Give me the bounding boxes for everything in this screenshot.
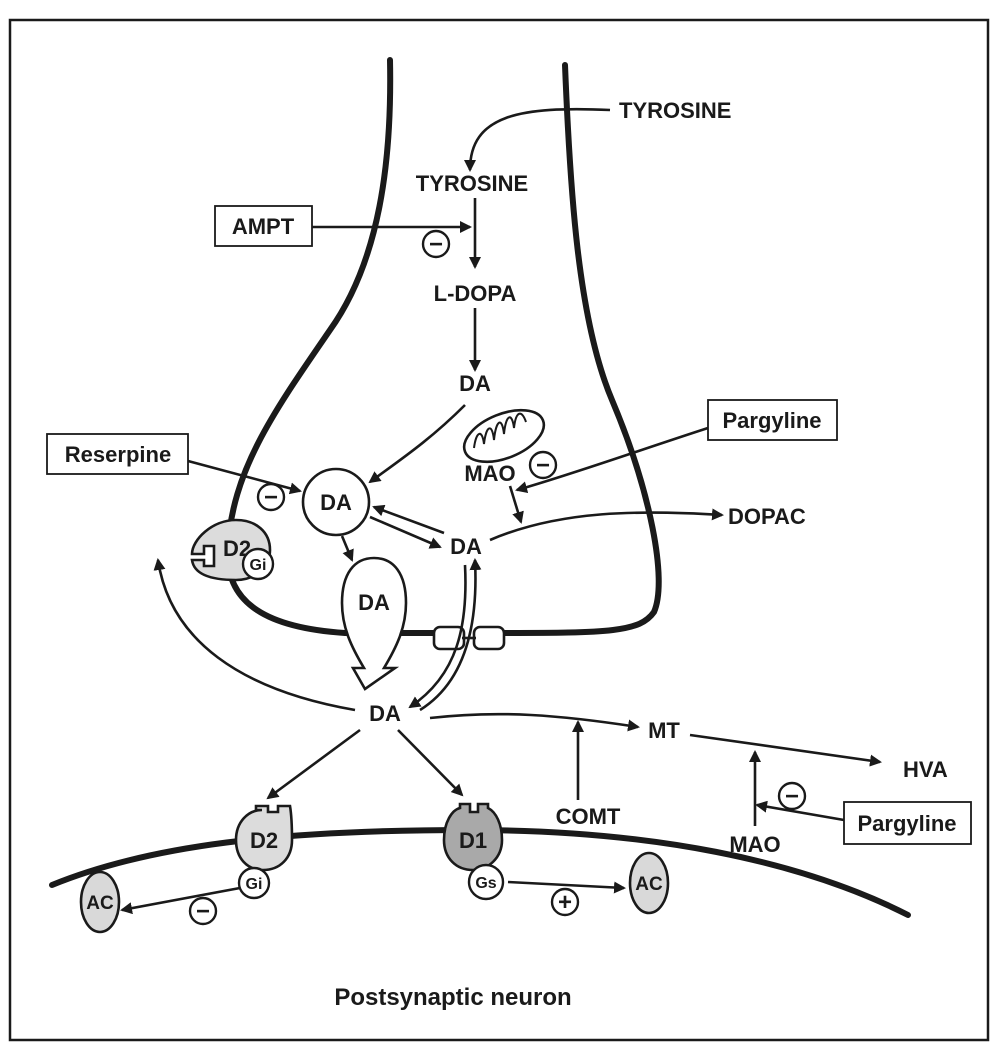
presynaptic-membrane-right [497,62,662,636]
arrow-mt-to-hva [689,733,882,767]
svg-text:−: − [536,452,550,479]
gs-post-label: Gs [475,875,496,892]
gi-post-circle [237,866,271,900]
diagram-frame [8,18,990,1042]
arrow-vesicle-to-release [340,535,354,562]
arrow-gs-to-ac-right [507,880,626,894]
svg-text:−: − [785,783,799,810]
tyrosine-outside-label: TYROSINE [619,98,731,123]
reserpine-box [46,433,189,475]
da-release-label: DA [358,590,390,615]
pargyline-post-label: Pargyline [857,811,956,836]
minus-sign-gi-ac: − [188,896,218,926]
arrow-da-to-vesicle-back [372,504,445,535]
arrow-vesicle-to-da [369,515,442,549]
dopac-label: DOPAC [728,504,806,529]
minus-sign-pargyline-post: − [777,781,807,811]
presynaptic-membrane-left [224,57,441,636]
arrow-reuptake-back [408,564,467,709]
arrow-da-to-dopac [489,508,724,542]
arrow-da-to-autoreceptor [153,558,356,712]
svg-text:−: − [196,898,210,925]
svg-text:−: − [264,484,278,511]
gi-post-label: Gi [246,876,263,893]
svg-text:+: + [558,889,572,916]
minus-sign-ampt: − [421,229,451,259]
tyrosine-inside-label: TYROSINE [416,171,528,196]
pargyline-post-box [843,801,972,845]
mt-label: MT [648,718,680,743]
postsynaptic-neuron-label: Postsynaptic neuron [334,984,571,1011]
ampt-label: AMPT [232,214,295,239]
arrow-gi-to-ac-left [120,886,241,915]
da-cytosol-label: DA [459,371,491,396]
pargyline-pre-label: Pargyline [722,408,821,433]
gi-pre-label: Gi [250,557,267,574]
comt-label: COMT [556,804,621,829]
da-transporter [432,625,506,651]
arrow-tyrosine-uptake [464,107,611,172]
ampt-box [214,205,313,247]
ac-left [79,870,121,934]
da-synapse-label: DA [369,701,401,726]
pargyline-pre-box [707,399,838,441]
arrow-reuptake [419,558,482,712]
ac-right-label: AC [635,874,663,895]
gs-post-circle [467,863,505,901]
d1-post-label: D1 [459,828,487,853]
arrow-pargyline-post [755,800,845,822]
reserpine-label: Reserpine [65,442,171,467]
exocytosis-vesicle [340,556,408,691]
ac-left-label: AC [86,893,114,914]
d1-postsynaptic-receptor [442,802,504,872]
minus-sign-pargyline-pre: − [528,450,558,480]
arrow-da-to-vesicle [368,404,466,484]
da-free-label: DA [450,534,482,559]
svg-text:−: − [429,231,443,258]
mitochondrion [462,408,546,464]
vesicle [301,467,371,537]
hva-label: HVA [903,757,948,782]
minus-sign-reserpine: − [256,482,286,512]
arrow-reserpine [187,459,302,495]
mao-pre-label: MAO [464,461,515,486]
da-vesicle-label: DA [320,490,352,515]
arrow-mao-down [508,485,524,524]
l-dopa-label: L-DOPA [434,281,517,306]
plus-sign-gs-ac: + [550,887,580,917]
arrow-pargyline-pre [515,426,709,494]
arrow-da-to-d2-post [266,728,361,800]
ac-right [628,851,670,915]
d2-post-label: D2 [250,828,278,853]
arrow-da-to-d1-post [397,729,464,797]
arrow-da-to-mt [429,712,640,732]
mao-post-label: MAO [729,832,780,857]
gi-pre-circle [241,547,275,581]
